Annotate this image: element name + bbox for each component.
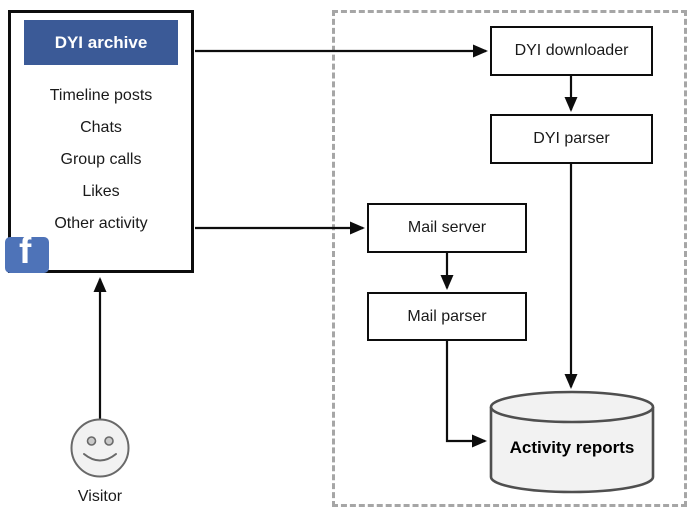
archive-item-chats: Chats [80,119,122,136]
visitor-label: Visitor [77,488,123,505]
database-cylinder-icon [489,390,655,494]
processing-boundary [332,10,687,507]
archive-item-list: Timeline posts Chats Group calls Likes O… [11,80,191,240]
mail-server-box: Mail server [367,203,527,253]
dyi-archive-header: DYI archive [24,20,178,65]
facebook-f-glyph: f [19,237,32,271]
facebook-icon: f [5,237,49,273]
dyi-parser-box: DYI parser [490,114,653,164]
mail-parser-box: Mail parser [367,292,527,341]
activity-reports-label: Activity reports [509,438,635,457]
archive-item-other-activity: Other activity [54,215,148,232]
dyi-archive-box: DYI archive Timeline posts Chats Group c… [5,10,194,273]
archive-item-group-calls: Group calls [60,151,142,168]
dyi-downloader-box: DYI downloader [490,26,653,76]
visitor-smiley-icon [70,418,130,478]
archive-item-likes: Likes [82,183,120,200]
archive-item-timeline-posts: Timeline posts [49,87,153,104]
